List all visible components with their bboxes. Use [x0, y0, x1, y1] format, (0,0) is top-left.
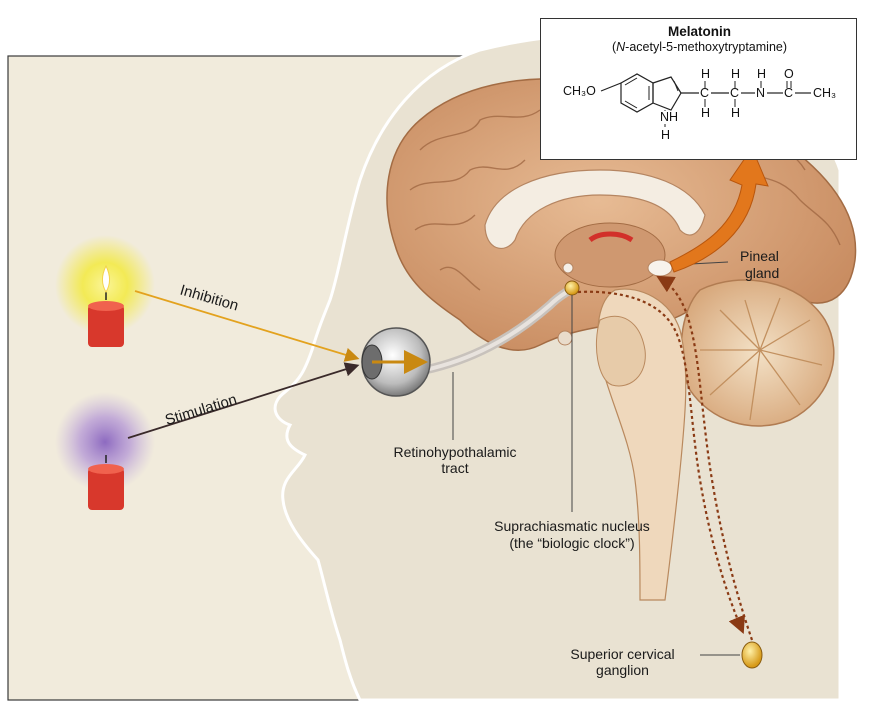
- carbon-3: C: [784, 86, 794, 100]
- melatonin-structure-box: Melatonin (N-acetyl-5-methoxytryptamine)…: [540, 18, 857, 160]
- thalamus: [554, 222, 666, 288]
- ch3-group: CH₃: [813, 86, 837, 100]
- h-top-1: H: [701, 67, 711, 81]
- indole-h: H: [661, 128, 671, 142]
- scn-label-line1: Suprachiasmatic nucleus: [494, 518, 650, 534]
- stimulation-line: [127, 362, 360, 439]
- eye: [361, 327, 431, 397]
- carbon-2: C: [730, 86, 740, 100]
- scg-label-line1: Superior cervical: [570, 646, 675, 662]
- scg-label-line2: ganglion: [596, 662, 649, 678]
- ch3o-group: CH₃O: [563, 84, 596, 98]
- h-top-3: H: [757, 67, 767, 81]
- h-top-2: H: [731, 67, 741, 81]
- superior-cervical-ganglion: [741, 641, 763, 669]
- melatonin-title: Melatonin: [668, 24, 731, 39]
- rht-label-line2: tract: [441, 460, 469, 476]
- rht-label-line1: Retinohypothalamic: [393, 444, 517, 460]
- pons: [595, 315, 646, 387]
- candle-yellow: [55, 235, 155, 347]
- secretion-arrow: [669, 146, 769, 273]
- hypothalamus-node: [562, 262, 574, 274]
- red-structure: [588, 231, 634, 243]
- h-bot-1: H: [701, 106, 711, 120]
- candle-purple: [55, 392, 155, 510]
- sympathetic-pathway: [577, 290, 745, 635]
- h-bot-2: H: [731, 106, 741, 120]
- pineal-gland: [647, 259, 673, 277]
- carbon-1: C: [700, 86, 710, 100]
- oxygen: O: [784, 67, 794, 81]
- cerebellum-folia: [700, 297, 823, 421]
- pituitary: [557, 330, 573, 346]
- scn-label-line2: (the “biologic clock”): [509, 535, 635, 551]
- pineal-label-line2: gland: [745, 265, 780, 281]
- inhibition-line: [134, 290, 360, 362]
- amide-nitrogen: N: [756, 86, 766, 100]
- scn-dot: [564, 280, 580, 296]
- corpus-callosum: [484, 169, 706, 250]
- indole-nh: NH: [659, 110, 680, 124]
- melatonin-subtitle: (N-acetyl-5-methoxytryptamine): [611, 40, 788, 54]
- return-pathway: [656, 275, 754, 641]
- pineal-label-line1: Pineal: [740, 248, 779, 264]
